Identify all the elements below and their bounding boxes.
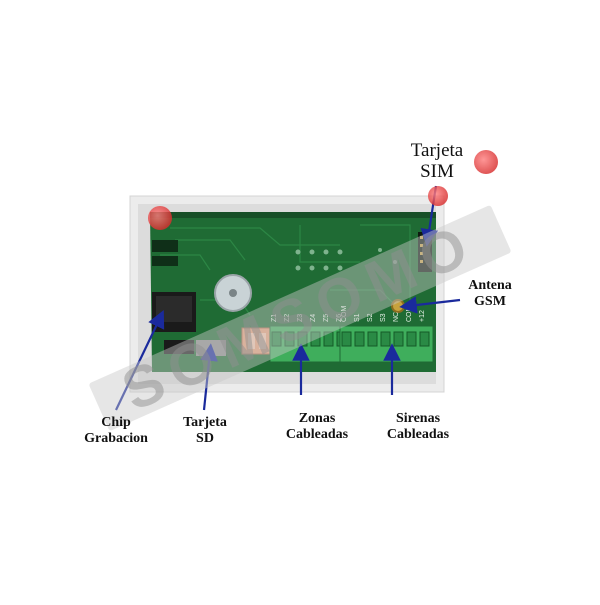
siren-terminal-screw: [367, 331, 378, 347]
siren-terminal-screw: [354, 331, 365, 347]
label-antena-gsm-line1: Antena: [468, 278, 512, 293]
watermark-dot-mid: [428, 186, 448, 206]
silkscreen-label: Z5: [323, 314, 330, 322]
silkscreen-label: NC: [393, 312, 400, 322]
label-zonas-cableadas-line1: Zonas: [298, 411, 336, 426]
siren-terminal-screw: [393, 331, 404, 347]
label-chip-grabacion: Chip Grabacion: [76, 415, 156, 446]
jumper-block: [241, 327, 273, 355]
zone-terminal-screw: [271, 331, 282, 347]
label-tarjeta-sd-line2: SD: [196, 430, 214, 446]
watermark-dot-right: [474, 150, 498, 174]
silkscreen-label: Z3: [297, 314, 304, 322]
silkscreen-labels: Z1Z2Z3Z4Z5Z6COMS1S2S3NCCOM+12: [271, 306, 426, 323]
label-sirenas-cableadas-line2: Cableadas: [386, 426, 450, 442]
siren-terminal-screw: [406, 331, 417, 347]
silkscreen-label: Z6: [336, 314, 343, 322]
silkscreen-label: Z1: [271, 314, 278, 322]
silkscreen-label: S2: [367, 313, 374, 322]
label-tarjeta-sim: Tarjeta SIM: [392, 140, 482, 183]
silkscreen-label: S3: [380, 313, 387, 322]
siren-terminal-screw: [380, 331, 391, 347]
label-chip-grabacion-line1: Chip: [101, 415, 131, 430]
silkscreen-label: S1: [354, 313, 361, 322]
label-chip-grabacion-line2: Grabacion: [84, 430, 148, 446]
label-zonas-cableadas-line2: Cableadas: [285, 426, 349, 442]
label-tarjeta-sim-line2: SIM: [420, 161, 454, 183]
label-tarjeta-sd: Tarjeta SD: [170, 415, 240, 446]
siren-terminal-screw: [341, 331, 352, 347]
siren-terminal-screw: [419, 331, 430, 347]
zone-terminal-screw: [284, 331, 295, 347]
label-zonas-cableadas: Zonas Cableadas: [272, 411, 362, 442]
zone-terminal-screw: [323, 331, 334, 347]
silkscreen-label: +12: [419, 310, 426, 322]
zone-terminal-screw: [310, 331, 321, 347]
silkscreen-label: Z4: [310, 314, 317, 322]
arrow-tarjeta-sd: [200, 343, 218, 411]
label-antena-gsm-line2: GSM: [474, 293, 506, 309]
label-sirenas-cableadas: Sirenas Cableadas: [370, 411, 466, 442]
label-tarjeta-sim-line1: Tarjeta: [410, 140, 464, 161]
silkscreen-label: Z2: [284, 314, 291, 322]
watermark-dot-left: [148, 206, 172, 230]
silkscreen-label: COM: [406, 306, 413, 323]
label-sirenas-cableadas-line1: Sirenas: [395, 411, 441, 426]
silkscreen-label: COM: [341, 306, 348, 323]
label-antena-gsm: Antena GSM: [450, 278, 530, 309]
label-tarjeta-sd-line1: Tarjeta: [183, 415, 227, 430]
arrow-chip-grabacion: [115, 310, 165, 411]
arrow-antena-gsm: [399, 296, 461, 314]
